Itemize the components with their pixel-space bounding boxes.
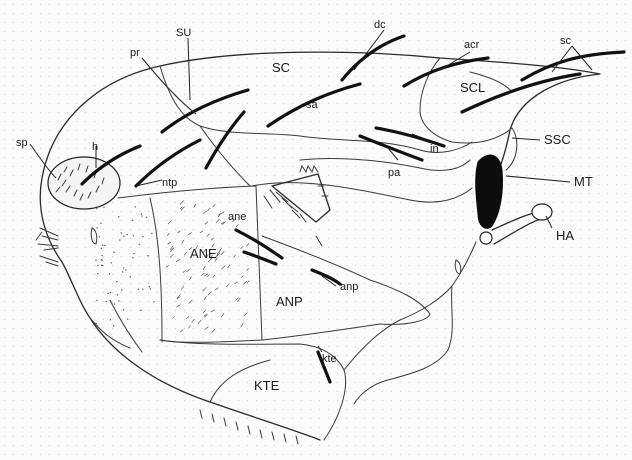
label-ane-small: ane [228, 211, 246, 223]
label-acr: acr [464, 39, 480, 51]
lower-right-contour [354, 286, 452, 404]
bristle-ane-2 [244, 252, 276, 264]
small-mark-2 [455, 260, 461, 274]
label-kte-big: KTE [254, 378, 280, 393]
anepisternum-border [118, 186, 262, 342]
label-ntp: ntp [162, 177, 177, 189]
small-mark-3 [316, 236, 322, 246]
leader-su [188, 38, 190, 100]
mt-spiracle [476, 155, 503, 228]
label-pr: pr [130, 47, 140, 59]
transverse-suture [200, 126, 472, 202]
pleural-suture-right [344, 242, 476, 370]
label-sa: sa [306, 99, 319, 111]
label-anp-small: anp [340, 281, 358, 293]
label-h: h [92, 141, 98, 153]
label-ssc: SSC [544, 132, 571, 147]
label-ha: HA [556, 228, 574, 243]
bristle-ntp-2 [206, 112, 244, 168]
label-su: SU [176, 27, 191, 39]
leader-pr [142, 58, 196, 114]
label-ane-big: ANE [190, 246, 217, 261]
label-anp: ANP [276, 294, 303, 309]
haltere-base [480, 232, 492, 244]
label-sp: sp [16, 137, 28, 149]
haltere-knob [532, 204, 552, 220]
label-scl: SCL [460, 80, 485, 95]
label-pa: pa [388, 167, 401, 179]
bristle-dc [342, 36, 404, 80]
leader-dc [354, 30, 384, 70]
small-mark-1 [91, 228, 97, 244]
stipple-ane [95, 200, 249, 332]
anepisternum-divider [150, 198, 162, 342]
label-sc-big: SC [272, 60, 290, 75]
subscutellum-line [506, 128, 517, 170]
label-sc-small: sc [560, 35, 572, 47]
label-in: in [430, 143, 439, 155]
label-mt: MT [574, 174, 593, 189]
leader-mt [506, 176, 570, 182]
bristle-pr [162, 90, 248, 132]
label-kte-small: kte [322, 353, 337, 365]
hair-tuft-ane [264, 190, 306, 222]
lower-lobe [110, 300, 142, 352]
mid-pleura-line [300, 158, 470, 170]
bristle-anp [312, 270, 340, 284]
ventral-contour [90, 318, 270, 402]
thorax-outline [40, 52, 600, 440]
label-dc: dc [374, 19, 386, 31]
